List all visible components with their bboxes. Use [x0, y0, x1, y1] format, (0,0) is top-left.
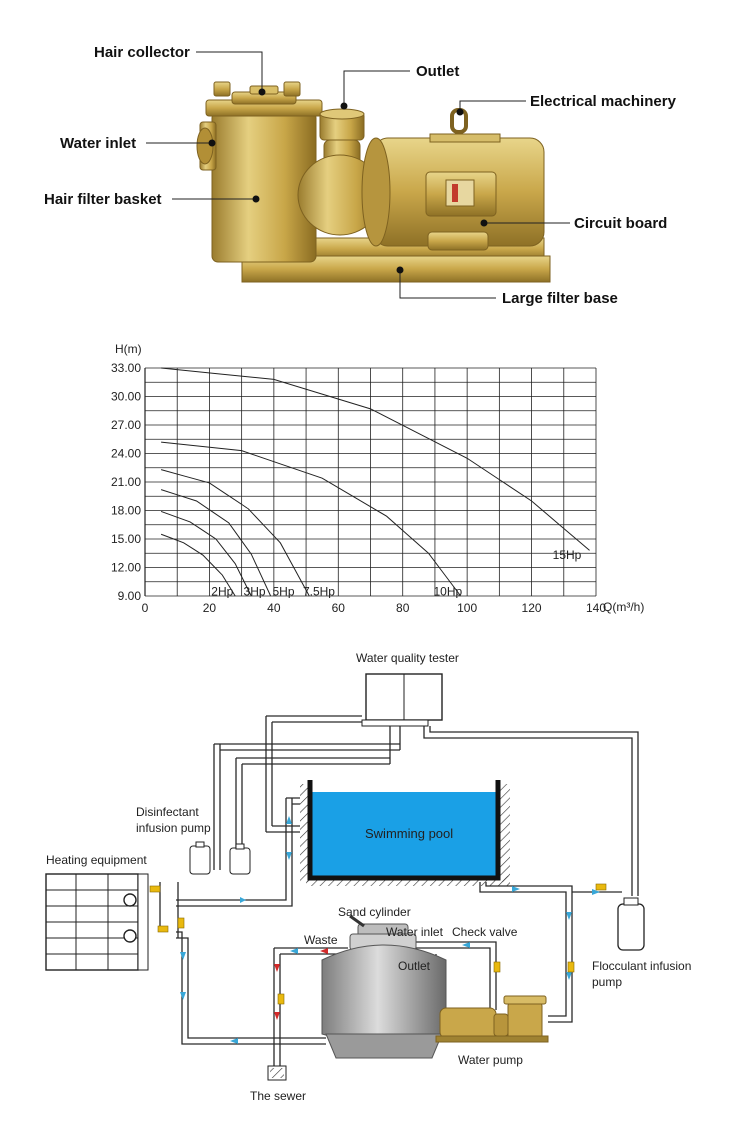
label-outlet: Outlet	[416, 63, 459, 80]
chart-y-tick-label: 33.00	[111, 361, 141, 375]
chart-y-tick-label: 24.00	[111, 447, 141, 461]
chart-x-tick-label: 40	[267, 601, 281, 615]
chart-series-3Hp-line	[160, 510, 252, 597]
chart-series-label: 10Hp	[433, 584, 462, 598]
sand-cylinder	[321, 914, 447, 1059]
label-check-valve: Check valve	[452, 925, 518, 939]
pipe-network	[159, 715, 639, 1066]
chart-series-15Hp-line	[161, 367, 590, 551]
chart-series-2Hp-line	[160, 533, 236, 597]
chart-series	[160, 367, 590, 597]
water-pump	[435, 995, 549, 1043]
label-water-quality-tester: Water quality tester	[356, 651, 459, 665]
chart-series-labels: 2Hp 3Hp 5Hp 7.5Hp 10Hp 15Hp	[211, 548, 581, 598]
chart-x-tick-label: 0	[142, 601, 149, 615]
pool-system-diagram: Water quality tester Swimming pool	[45, 651, 691, 1103]
leader-dots	[208, 88, 488, 274]
label-water-inlet: Water inlet	[60, 135, 136, 152]
chart-y-tick-label: 9.00	[118, 589, 142, 603]
heating-equipment	[45, 873, 149, 971]
chart-grid	[144, 367, 597, 597]
chart-series-label: 15Hp	[553, 548, 582, 562]
chart-x-tick-label: 20	[203, 601, 217, 615]
label-hair-filter-basket: Hair filter basket	[44, 191, 162, 208]
chart-x-tick-label: 80	[396, 601, 410, 615]
label-water-pump: Water pump	[458, 1053, 523, 1067]
waste-arrows	[274, 948, 328, 1020]
leader-lines	[146, 51, 570, 299]
chart-x-tick-label: 100	[457, 601, 477, 615]
label-flocculant-line1: Flocculant infusion	[592, 959, 691, 973]
chart-x-tick-label: 140	[586, 601, 606, 615]
pump-outlet	[297, 108, 383, 236]
chart-series-label: 5Hp	[273, 584, 295, 598]
chart-x-tick-label: 120	[522, 601, 542, 615]
chart-y-tick-label: 21.00	[111, 475, 141, 489]
label-flocculant-line2: pump	[592, 975, 622, 989]
label-hair-collector: Hair collector	[94, 44, 190, 61]
chart-y-tick-label: 12.00	[111, 561, 141, 575]
label-electrical-machinery: Electrical machinery	[530, 93, 677, 110]
pump-illustration: Hair collector Outlet Electrical machine…	[44, 44, 677, 307]
disinfectant-infusion-pump	[189, 841, 251, 875]
chart-y-tick-label: 18.00	[111, 504, 141, 518]
label-disinfectant-line2: infusion pump	[136, 821, 211, 835]
chart-y-axis-label: H(m)	[115, 342, 142, 356]
swimming-pool	[300, 780, 510, 886]
chart-ticks: 9.00 12.00 15.00 18.00 21.00 24.00 27.00 30.00 3…	[111, 361, 606, 615]
chart-series-10Hp-line	[161, 441, 462, 597]
label-water-inlet: Water inlet	[386, 925, 444, 939]
water-quality-tester	[361, 673, 443, 727]
circuit-board	[425, 171, 497, 217]
chart-series-label: 2Hp	[211, 584, 233, 598]
label-swimming-pool: Swimming pool	[365, 826, 453, 841]
label-disinfectant-line1: Disinfectant	[136, 805, 199, 819]
label-sand-cylinder: Sand cylinder	[338, 905, 411, 919]
chart-series-7_5Hp-line	[160, 469, 310, 597]
label-waste: Waste	[304, 933, 338, 947]
chart-series-label: 7.5Hp	[303, 584, 335, 598]
label-large-filter-base: Large filter base	[502, 290, 618, 307]
chart-series-5Hp-line	[160, 489, 272, 597]
chart-x-tick-label: 60	[332, 601, 346, 615]
chart-y-tick-label: 30.00	[111, 390, 141, 404]
sewer	[267, 1065, 287, 1081]
label-the-sewer: The sewer	[250, 1089, 306, 1103]
label-outlet: Outlet	[398, 959, 431, 973]
chart-y-tick-label: 27.00	[111, 418, 141, 432]
chart-x-axis-label: Q(m³/h)	[603, 600, 644, 614]
performance-chart: 9.00 12.00 15.00 18.00 21.00 24.00 27.00 30.00 3…	[111, 342, 644, 615]
label-heating-equipment: Heating equipment	[46, 853, 147, 867]
chart-series-label: 3Hp	[244, 584, 266, 598]
flocculant-infusion-pump	[617, 897, 645, 951]
label-circuit-board: Circuit board	[574, 215, 667, 232]
chart-y-tick-label: 15.00	[111, 532, 141, 546]
